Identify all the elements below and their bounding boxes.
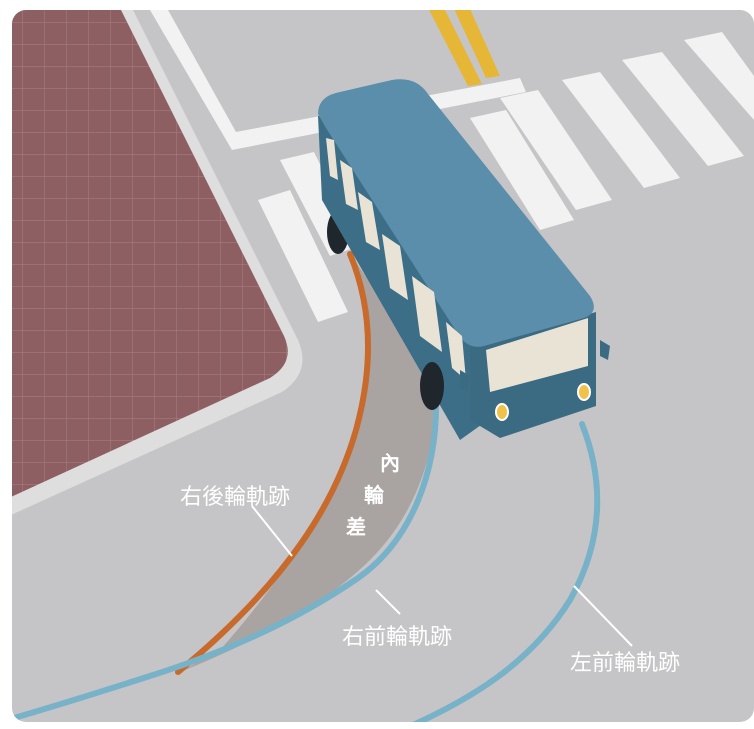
label-inner-wheel-difference-char-1: 內 [380, 451, 400, 475]
bus-headlight-left [577, 383, 591, 401]
leader-line-right-front [375, 589, 401, 615]
label-inner-wheel-difference-char-3: 差 [346, 515, 366, 539]
bus-mirror-left [600, 340, 610, 360]
bus-roof [318, 79, 594, 347]
bus [318, 79, 610, 440]
bus-front-tire [420, 362, 444, 410]
leader-line-right-rear [251, 505, 293, 557]
leader-line-left-front [573, 585, 633, 647]
right-rear-wheel-track [175, 251, 371, 675]
sidewalk [12, 10, 288, 502]
label-left-front-wheel-track: 左前輪軌跡 [570, 651, 680, 676]
label-right-front-wheel-track: 右前輪軌跡 [342, 625, 452, 650]
center-line [424, 10, 500, 86]
bus-headlight-right [495, 403, 509, 421]
left-front-wheel-track [401, 421, 601, 722]
label-right-rear-wheel-track: 右後輪軌跡 [180, 485, 290, 510]
bus-side-windows [326, 138, 466, 380]
inner-wheel-difference-area [180, 256, 439, 672]
label-inner-wheel-difference-char-2: 輪 [364, 483, 385, 507]
right-front-wheel-track [12, 393, 440, 722]
bus-mirror-right [460, 370, 470, 392]
bus-windshield [486, 318, 588, 392]
